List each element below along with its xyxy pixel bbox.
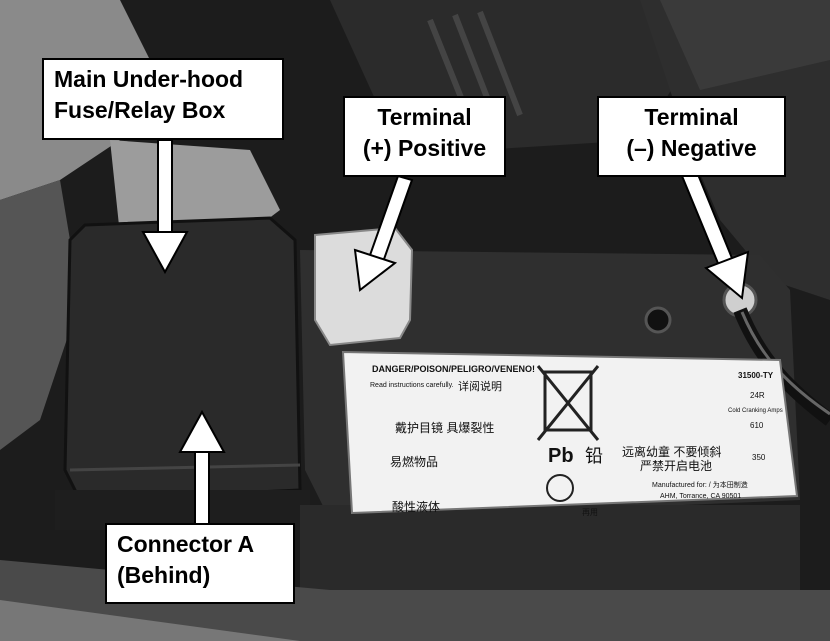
lower-shroud-light [0, 600, 300, 641]
right-housing-top [660, 0, 830, 90]
battery-label-manufacturer: Manufactured for: / 为本田制造 [652, 480, 748, 489]
battery-label-eyes-cn: 戴护目镜 具爆裂性 [395, 420, 494, 435]
negative-callout-line1: Terminal [644, 104, 739, 130]
battery-warning-label: DANGER/POISON/PELIGRO/VENENO! Read instr… [341, 350, 799, 517]
connector-callout-line2: (Behind) [117, 562, 211, 588]
fusebox-callout-line1: Main Under-hood [54, 66, 244, 92]
fusebox-callout-line2: Fuse/Relay Box [54, 97, 226, 123]
arrow-connector [178, 409, 226, 526]
connector-a-callout: Connector A (Behind) [105, 523, 295, 604]
battery-label-flammable-cn: 易燃物品 [390, 454, 438, 469]
battery-label-read-cn: 详阅说明 [458, 379, 502, 393]
battery-label-pb: Pb [548, 445, 574, 467]
negative-callout-line2: (–) Negative [626, 135, 757, 161]
battery-vent-cap [644, 306, 672, 334]
arrow-positive [353, 174, 414, 292]
battery-label-part-no: 31500-TY [738, 371, 774, 380]
battery-label-read: Read instructions carefully. [370, 382, 454, 389]
battery-label-no-open-cn: 严禁开启电池 [640, 459, 712, 473]
battery-label-cca: Cold Cranking Amps [728, 408, 783, 414]
fusebox-callout: Main Under-hood Fuse/Relay Box [42, 58, 284, 140]
battery-label-keep-away-cn: 远离幼童 不要倾斜 [622, 444, 721, 459]
battery-label-spec2: 610 [750, 421, 764, 430]
negative-terminal-callout: Terminal (–) Negative [597, 96, 786, 177]
battery-label-plate [341, 350, 799, 515]
battery-label-address: AHM, Torrance, CA 90501 [660, 493, 741, 500]
battery-label-warning: DANGER/POISON/PELIGRO/VENENO! [372, 364, 535, 374]
positive-terminal-callout: Terminal (+) Positive [343, 96, 506, 177]
engine-cover-left-shade [0, 180, 80, 450]
recycle-icon [546, 474, 574, 502]
fuse-box-lid-edge [69, 463, 301, 472]
battery-label-acid-cn: 酸性液体 [392, 499, 440, 514]
positive-callout-line1: Terminal [377, 104, 472, 130]
positive-callout-line2: (+) Positive [362, 135, 487, 161]
battery-label-spec3: 350 [752, 453, 766, 462]
battery-label-recycle-cn: 再用 [582, 508, 598, 517]
arrow-fusebox [141, 139, 189, 275]
battery-front [300, 505, 800, 595]
no-trash-icon [536, 365, 600, 441]
battery-label-pb-cn: 铅 [585, 446, 603, 466]
metal-bracket [110, 140, 280, 240]
battery-label-spec1: 24R [750, 391, 765, 400]
fuse-relay-box [63, 216, 302, 502]
connector-callout-line1: Connector A [117, 531, 255, 557]
